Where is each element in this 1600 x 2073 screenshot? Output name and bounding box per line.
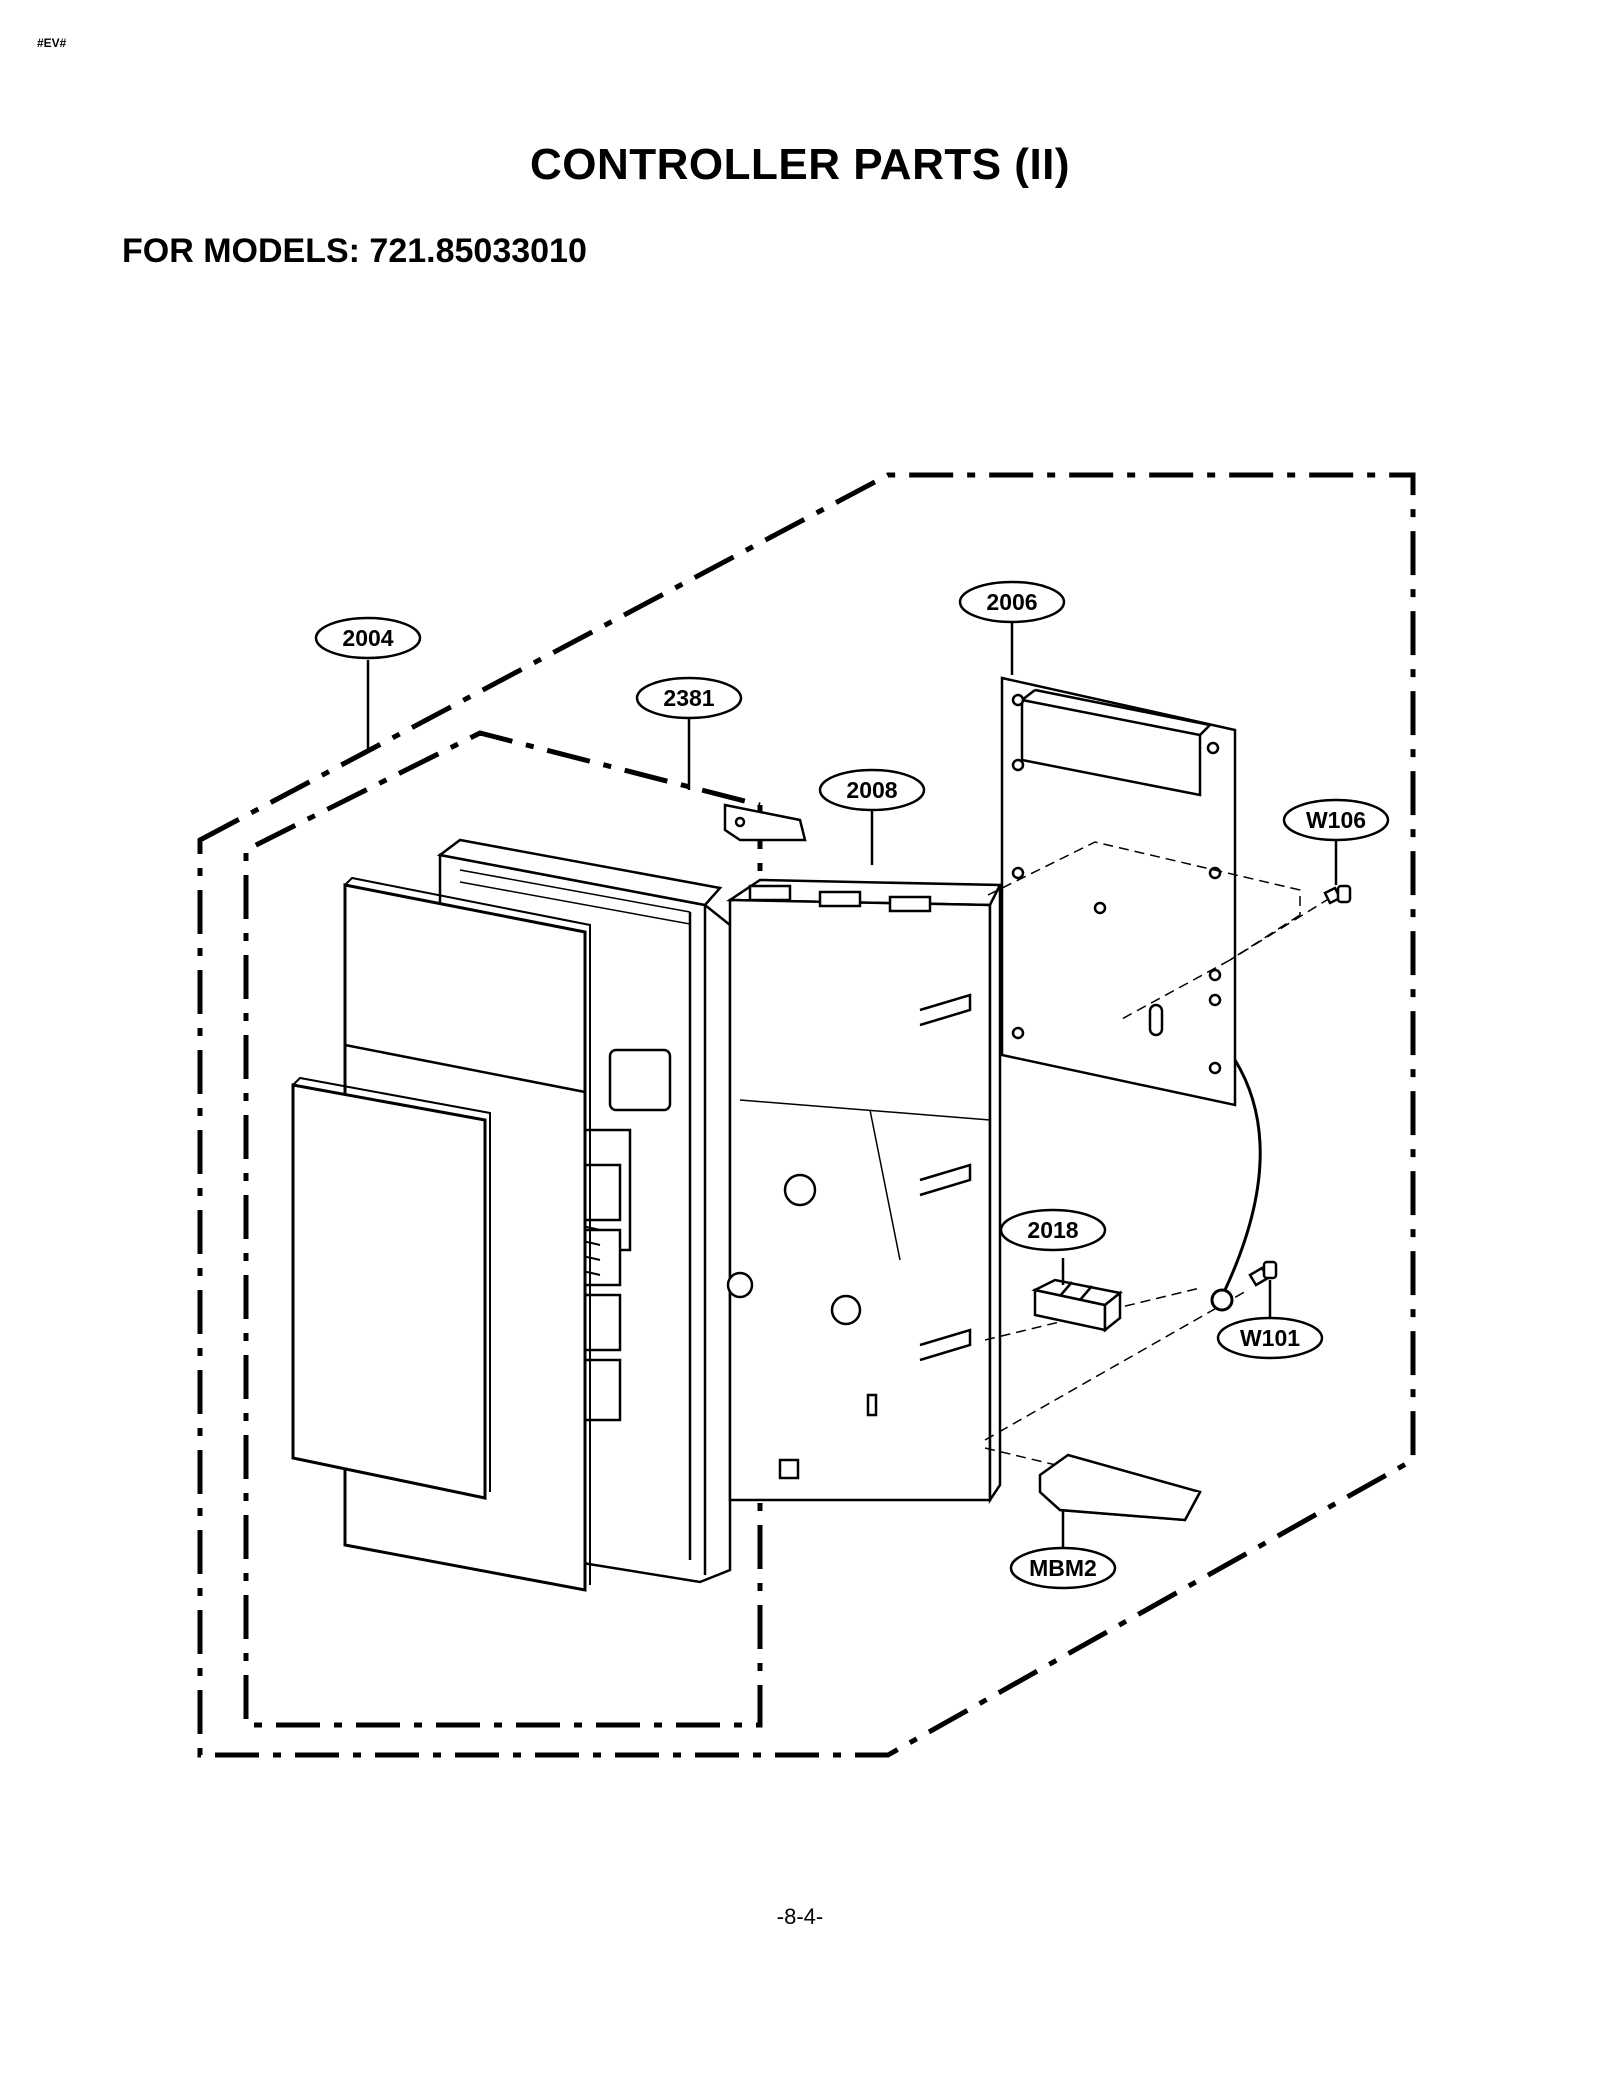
callout-W106: W106 — [1282, 798, 1390, 842]
callout-W101: W101 — [1216, 1316, 1324, 1360]
callout-label-W101: W101 — [1240, 1325, 1300, 1351]
pcb-support-case — [723, 803, 1003, 1505]
screw-w106 — [1323, 884, 1352, 905]
page-title: CONTROLLER PARTS (II) — [529, 140, 1071, 189]
callout-2006: 2006 — [958, 580, 1066, 624]
outer-assembly-boundary — [197, 472, 1416, 1758]
callout-label-MBM2: MBM2 — [1029, 1555, 1097, 1581]
callout-2018: 2018 — [999, 1208, 1107, 1252]
callout-label-2004: 2004 — [342, 625, 393, 651]
callout-label-W106: W106 — [1306, 807, 1366, 833]
callout-label-2006: 2006 — [986, 589, 1037, 615]
callout-MBM2: MBM2 — [1009, 1546, 1117, 1590]
membrane-sheet — [291, 1083, 487, 1500]
callout-label-2018: 2018 — [1027, 1217, 1078, 1243]
document-code: #EV# — [37, 36, 67, 50]
callout-2381: 2381 — [635, 676, 743, 720]
ground-ring-terminal — [1210, 1288, 1234, 1312]
callout-2004: 2004 — [314, 616, 422, 660]
callout-label-2381: 2381 — [663, 685, 714, 711]
page-number: -8-4- — [776, 1904, 824, 1929]
callout-2008: 2008 — [818, 768, 926, 812]
assembly-guide-lines — [984, 841, 1331, 1467]
part-2018-connector — [1031, 1278, 1123, 1333]
main-pcb-board — [1000, 676, 1237, 1107]
models-heading: FOR MODELS: 721.85033010 — [122, 232, 587, 270]
inner-assembly-boundary — [243, 730, 763, 1728]
screw-w101 — [1248, 1260, 1278, 1287]
callout-label-2008: 2008 — [846, 777, 897, 803]
manual-bag-mbm2 — [1038, 1453, 1202, 1522]
ground-wire — [1223, 1059, 1262, 1291]
